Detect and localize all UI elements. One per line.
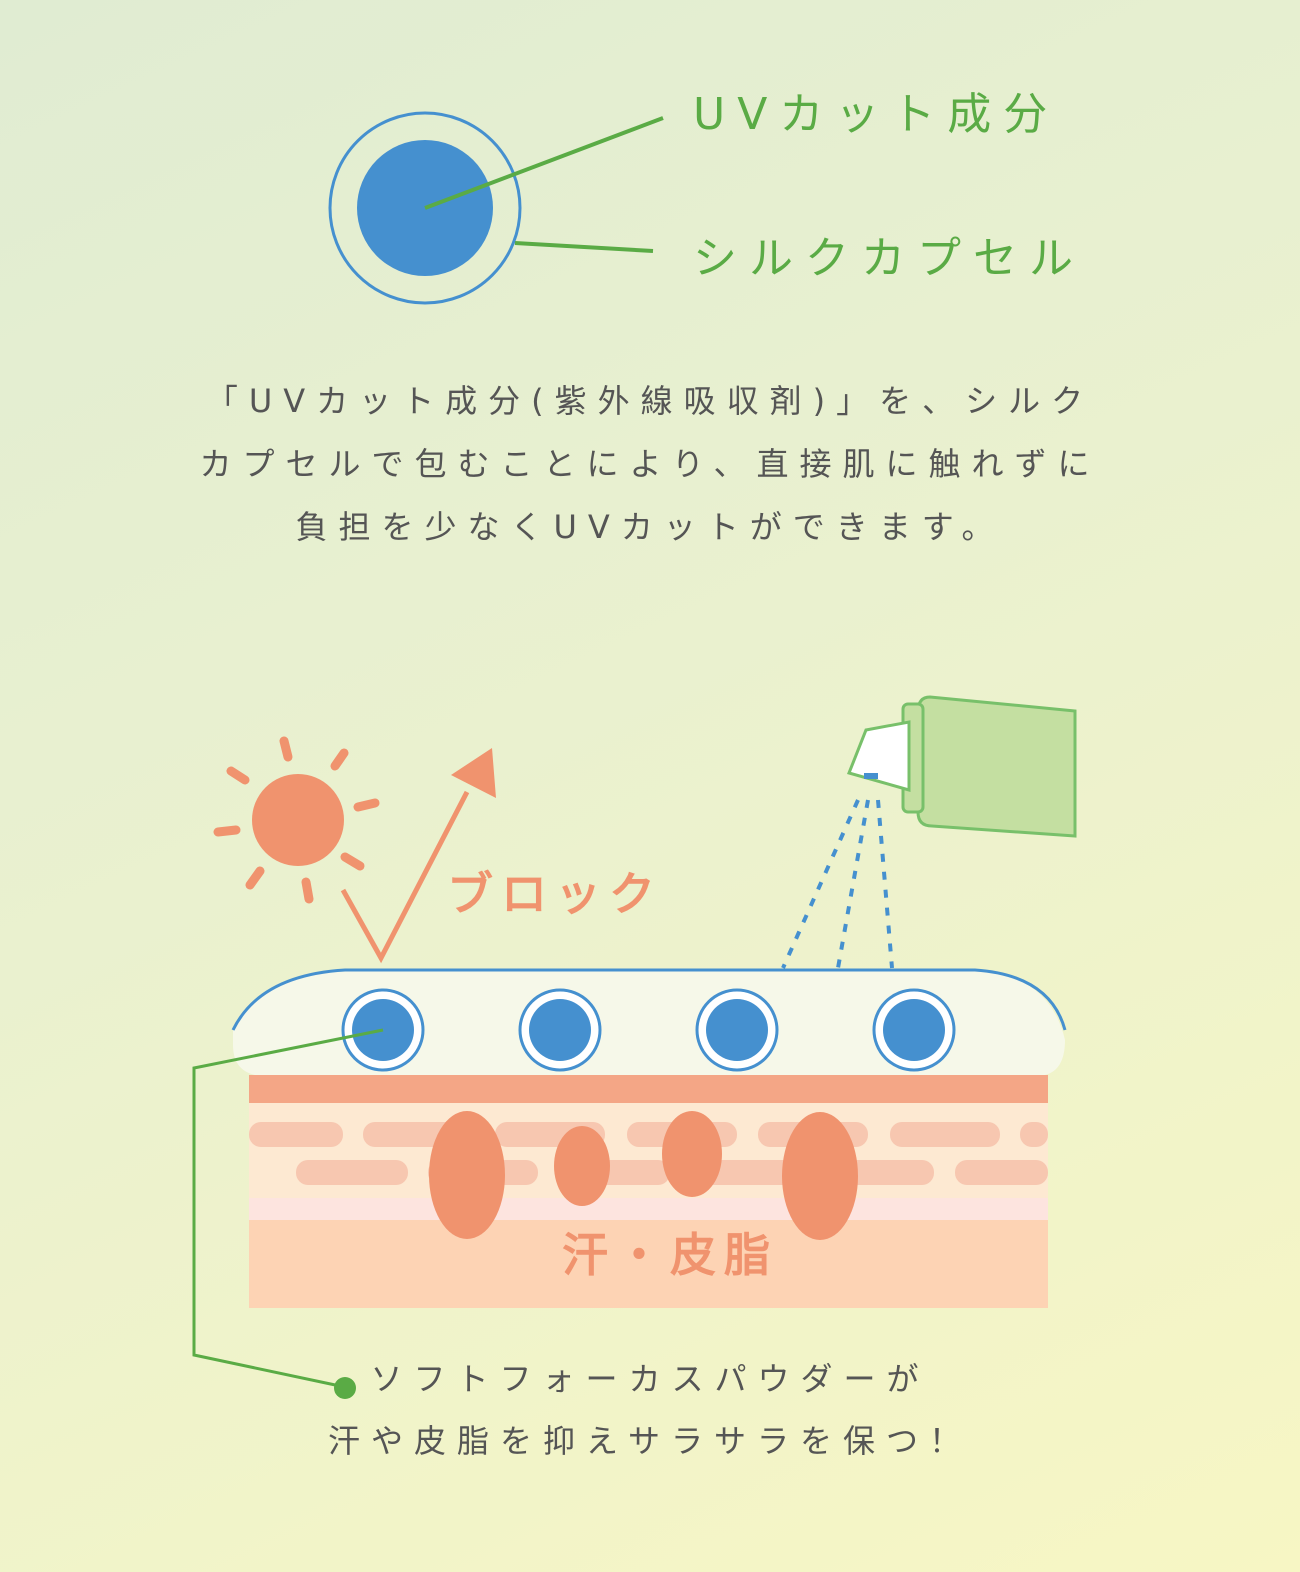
- skin-top-layer: [249, 1075, 1048, 1103]
- uv-leader-line: [424, 116, 664, 210]
- caption-line-1: ソフトフォーカスパウダーが: [370, 1360, 930, 1398]
- description-text: 「UVカット成分(紫外線吸収剤)」を、シルク カプセルで包むことにより、直接肌に…: [150, 370, 1150, 559]
- caption-text: ソフトフォーカスパウダーが 汗や皮脂を抑えサラサラを保つ！: [150, 1348, 1150, 1472]
- description-line-3: 負担を少なくUVカットができます。: [295, 508, 1005, 546]
- caption-leader-line: [192, 1028, 384, 1399]
- silk-capsule-film: [231, 968, 1067, 1075]
- sweat-sebum-label: 汗・皮脂: [562, 1228, 778, 1282]
- skin-cross-section: 汗・皮脂: [249, 1075, 1048, 1308]
- caption-line-2: 汗や皮脂を抑えサラサラを保つ！: [327, 1422, 973, 1460]
- silk-capsule-ring: [328, 111, 522, 305]
- description-line-2: カプセルで包むことにより、直接肌に触れずに: [199, 445, 1101, 483]
- skin-pink-band: [249, 1198, 1048, 1220]
- uv-cut-label: UVカット成分: [693, 89, 1059, 140]
- capsule-diagram: UVカット成分 シルクカプセル: [328, 89, 1085, 305]
- sweat-sebum-glands: [429, 1111, 858, 1240]
- silk-leader-line: [514, 241, 654, 253]
- description-line-1: 「UVカット成分(紫外線吸収剤)」を、シルク: [205, 382, 1095, 420]
- uv-reflect-arrow: [340, 748, 496, 964]
- sun-icon: [213, 736, 380, 904]
- block-label: ブロック: [447, 867, 663, 921]
- spray-bottle-icon: [846, 695, 1077, 838]
- film-capsules: [341, 988, 956, 1072]
- spray-mist: [781, 799, 894, 969]
- silk-capsule-label: シルクカプセル: [693, 233, 1085, 284]
